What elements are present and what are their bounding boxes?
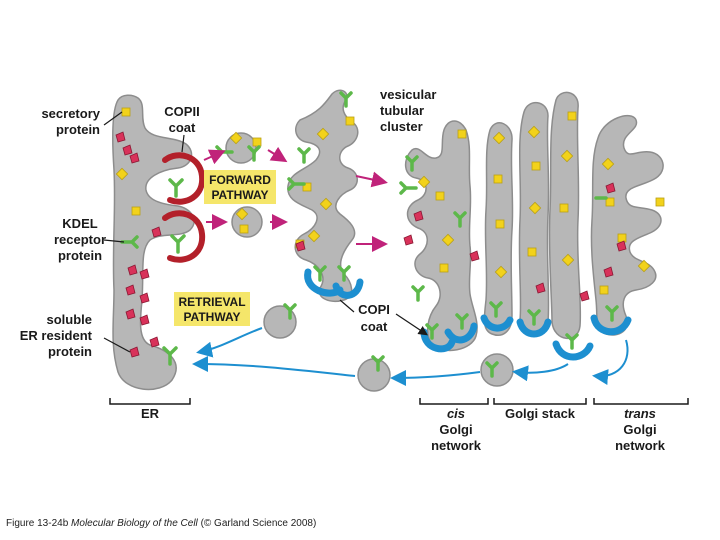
secretory-protein-label-1: secretory <box>41 106 100 121</box>
vesicular-tubular-cluster-label-2: tubular <box>380 103 424 118</box>
golgi-cisterna-3 <box>548 91 582 339</box>
vesicle-retrieval-1 <box>263 305 297 339</box>
copii-coat-lower <box>162 210 206 263</box>
kdel-receptors <box>120 91 619 378</box>
retrieval-pathway-box <box>174 292 250 326</box>
leader-lines <box>103 111 428 353</box>
vesicular-tubular-cluster-label-1: vesicular <box>380 87 436 102</box>
golgi-cisterna-1 <box>483 122 514 336</box>
er-label: ER <box>141 406 160 421</box>
golgi-stack-label: Golgi stack <box>505 406 576 421</box>
copii-coat-label-2: coat <box>169 120 196 135</box>
vesicular-tubular-cluster-label-3: cluster <box>380 119 423 134</box>
retrieval-arrows <box>192 327 629 386</box>
bottom-brackets <box>109 398 689 405</box>
soluble-er-resident-label-1: soluble <box>46 312 92 327</box>
copi-coat-label-1: COPI <box>358 302 390 317</box>
cis-golgi-label-2: Golgi <box>439 422 472 437</box>
kdel-receptor-label-2: receptor <box>54 232 106 247</box>
vesicle-retrieval-3 <box>480 353 514 387</box>
caption-credit: (© Garland Science 2008) <box>200 518 317 529</box>
forward-pathway-label-2: PATHWAY <box>211 188 268 202</box>
trans-golgi-label-1: trans <box>624 406 656 421</box>
vesicle-retrieval-2 <box>357 358 391 392</box>
copii-coat-upper <box>162 152 206 205</box>
cis-golgi-label-3: network <box>431 438 482 453</box>
copi-coat-label-2: coat <box>361 319 388 334</box>
retrieval-pathway-label-2: PATHWAY <box>183 310 240 324</box>
soluble-er-resident-label-3: protein <box>48 344 92 359</box>
forward-pathway-box <box>204 170 276 204</box>
caption-figure: Figure 13-24b <box>6 518 69 529</box>
kdel-receptor-label-1: KDEL <box>62 216 97 231</box>
caption-book: Molecular Biology of the Cell <box>71 518 198 529</box>
copii-coat-label-1: COPII <box>164 104 199 119</box>
copi-coats <box>304 268 632 361</box>
secretory-protein-label-2: protein <box>56 122 100 137</box>
forward-pathway-label-1: FORWARD <box>209 173 271 187</box>
retrieval-pathway-label-1: RETRIEVAL <box>178 295 245 309</box>
soluble-er-resident-label-2: ER resident <box>20 328 93 343</box>
figure-caption: Figure 13-24b Molecular Biology of the C… <box>6 518 316 529</box>
forward-arrows <box>203 146 388 252</box>
trans-golgi-label-2: Golgi <box>623 422 656 437</box>
trans-golgi-label-3: network <box>615 438 666 453</box>
cis-golgi-label-1: cis <box>447 406 465 421</box>
kdel-receptor-label-3: protein <box>58 248 102 263</box>
secretory-cargo-yellow <box>115 107 665 295</box>
er-resident-cargo-red <box>115 131 627 358</box>
trans-golgi-network <box>590 115 664 336</box>
